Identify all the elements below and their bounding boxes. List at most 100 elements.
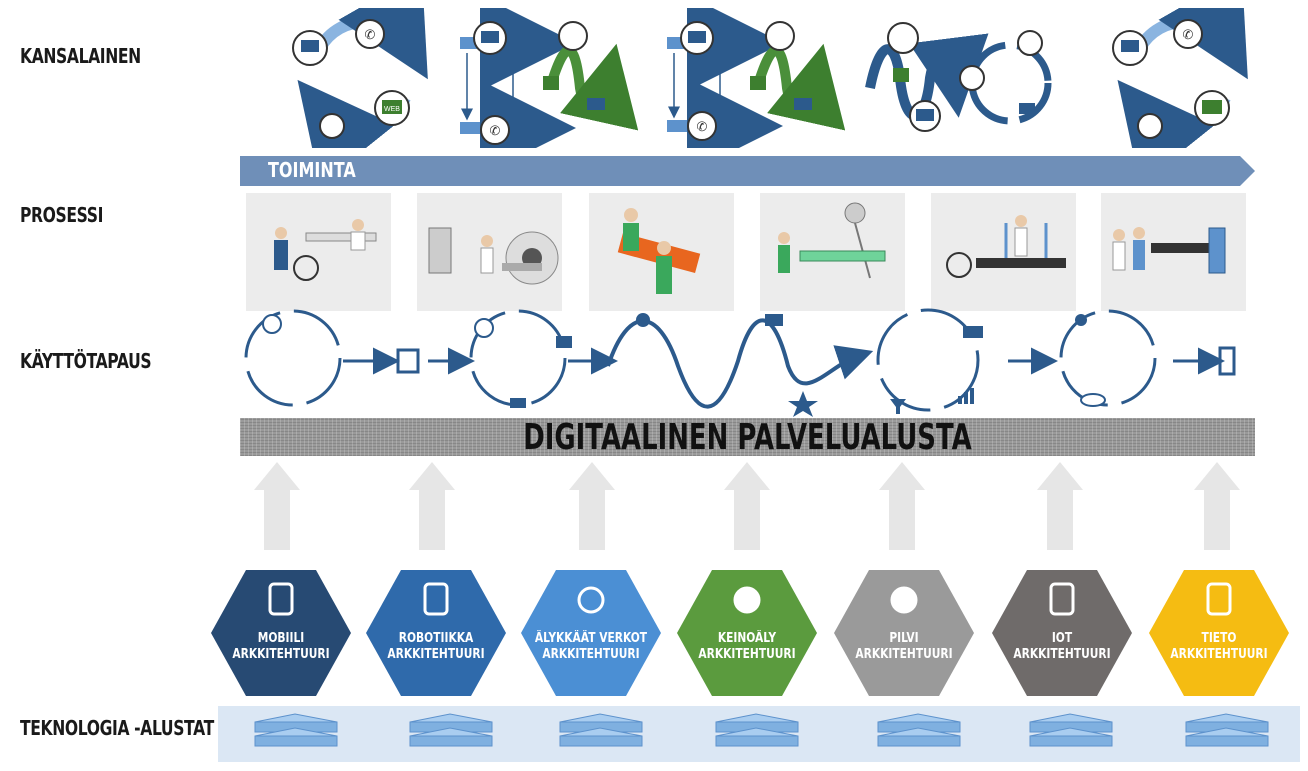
svg-text:✆: ✆ [697, 119, 708, 134]
use-case-flow [244, 308, 1236, 417]
architecture-hexagon [1149, 570, 1289, 696]
logout-icon [1218, 346, 1236, 376]
svg-text:WEB: WEB [384, 106, 400, 113]
package-icon [887, 22, 919, 54]
svg-text:✆: ✆ [365, 27, 376, 42]
process-step-transport [589, 193, 734, 311]
badge-icon [636, 313, 650, 327]
folder-icon [510, 398, 526, 408]
architecture-type: ARKKITEHTUURI [387, 647, 485, 662]
phone-icon [765, 21, 795, 51]
architecture-name: IOT [1051, 631, 1073, 646]
server-block-icon [254, 713, 338, 747]
architecture-hexagon [211, 570, 351, 696]
filter-icon [890, 399, 906, 414]
star-icon [788, 391, 818, 417]
toiminta-arrow-bar [240, 156, 1255, 186]
phone-icon [687, 111, 717, 141]
server-block-icon [409, 713, 493, 747]
iot-phone-gear-icon [1049, 582, 1075, 616]
server-block-icon [559, 713, 643, 747]
phone-icon [1173, 19, 1203, 49]
architecture-type: ARKKITEHTUURI [698, 647, 796, 662]
document-icon [423, 582, 449, 616]
clipboard-icon [1206, 582, 1232, 616]
architecture-type: ARKKITEHTUURI [232, 647, 330, 662]
architecture-hexagon [992, 570, 1132, 696]
architecture-name: PILVI [889, 631, 919, 646]
architecture-name: ROBOTIIKKA [398, 631, 474, 646]
toiminta-label: TOIMINTA [268, 158, 356, 182]
phone-icon [480, 115, 510, 145]
web-icon [893, 68, 909, 82]
channel-cycle-5: ✆ [1112, 8, 1248, 148]
architecture-name: MOBIILI [257, 631, 305, 646]
smartphone-icon [268, 582, 294, 616]
up-arrow [254, 462, 300, 550]
architecture-name: KEINOÄLY [717, 631, 777, 646]
book-icon [765, 314, 783, 326]
architecture-hexagon [521, 570, 661, 696]
row-label-kansalainen: KANSALAINEN [20, 44, 141, 68]
up-arrow [879, 462, 925, 550]
process-step-operating-room [760, 193, 905, 311]
server-block-icon [1029, 713, 1113, 747]
email-icon [1019, 103, 1035, 114]
login-icon [396, 348, 420, 374]
server-block-icon [1185, 713, 1269, 747]
email-icon [794, 98, 812, 110]
process-step-discharge [1101, 193, 1246, 311]
email-icon [587, 98, 605, 110]
cloud-icon [890, 586, 918, 614]
add-icon [262, 314, 282, 334]
people-icon [1137, 113, 1163, 139]
people-icon [319, 113, 345, 139]
architecture-type: ARKKITEHTUURI [1170, 647, 1268, 662]
citizen-channel-illustrations: ✆ WEB ✆ ✆ [292, 8, 1248, 148]
row-label-teknologia: TEKNOLOGIA -ALUSTAT [20, 716, 214, 740]
channel-flow-4 [865, 22, 1052, 132]
architecture-type: ARKKITEHTUURI [855, 647, 953, 662]
channel-cycle-1: ✆ WEB [292, 8, 428, 148]
architecture-name: TIETO [1201, 631, 1237, 646]
architecture-type: ARKKITEHTUURI [1013, 647, 1111, 662]
architecture-type: ARKKITEHTUURI [542, 647, 640, 662]
svg-text:✆: ✆ [1183, 27, 1194, 42]
row-label-prosessi: PROSESSI [20, 203, 104, 227]
channel-flow-3: ✆ [667, 8, 846, 148]
svg-text:✆: ✆ [490, 123, 501, 138]
web-icon [543, 76, 559, 90]
up-arrow [724, 462, 770, 550]
channel-flow-2: ✆ [460, 8, 639, 148]
book-icon [556, 336, 572, 348]
phone-icon [959, 65, 985, 91]
info-icon [474, 318, 494, 338]
network-dots-icon [577, 586, 605, 614]
architecture-hexagon [834, 570, 974, 696]
architecture-hexagon [366, 570, 506, 696]
server-block-icon [715, 713, 799, 747]
up-arrow [1037, 462, 1083, 550]
upward-arrows [254, 462, 1240, 550]
platform-bar [240, 418, 1255, 456]
bar-chart-icon [970, 388, 974, 404]
web-icon [750, 76, 766, 90]
lightbulb-icon [733, 586, 761, 614]
architecture-name: ÄLYKKÄÄT VERKOT [534, 631, 648, 646]
up-arrow [1194, 462, 1240, 550]
row-label-kayttotapaus: KÄYTTÖTAPAUS [20, 349, 152, 373]
phone-icon [355, 19, 385, 49]
process-step-rehabilitation [931, 193, 1076, 311]
process-step-imaging [417, 193, 562, 311]
server-blocks [254, 713, 1269, 747]
up-arrow [409, 462, 455, 550]
network-icon [1075, 314, 1087, 326]
server-block-icon [877, 713, 961, 747]
